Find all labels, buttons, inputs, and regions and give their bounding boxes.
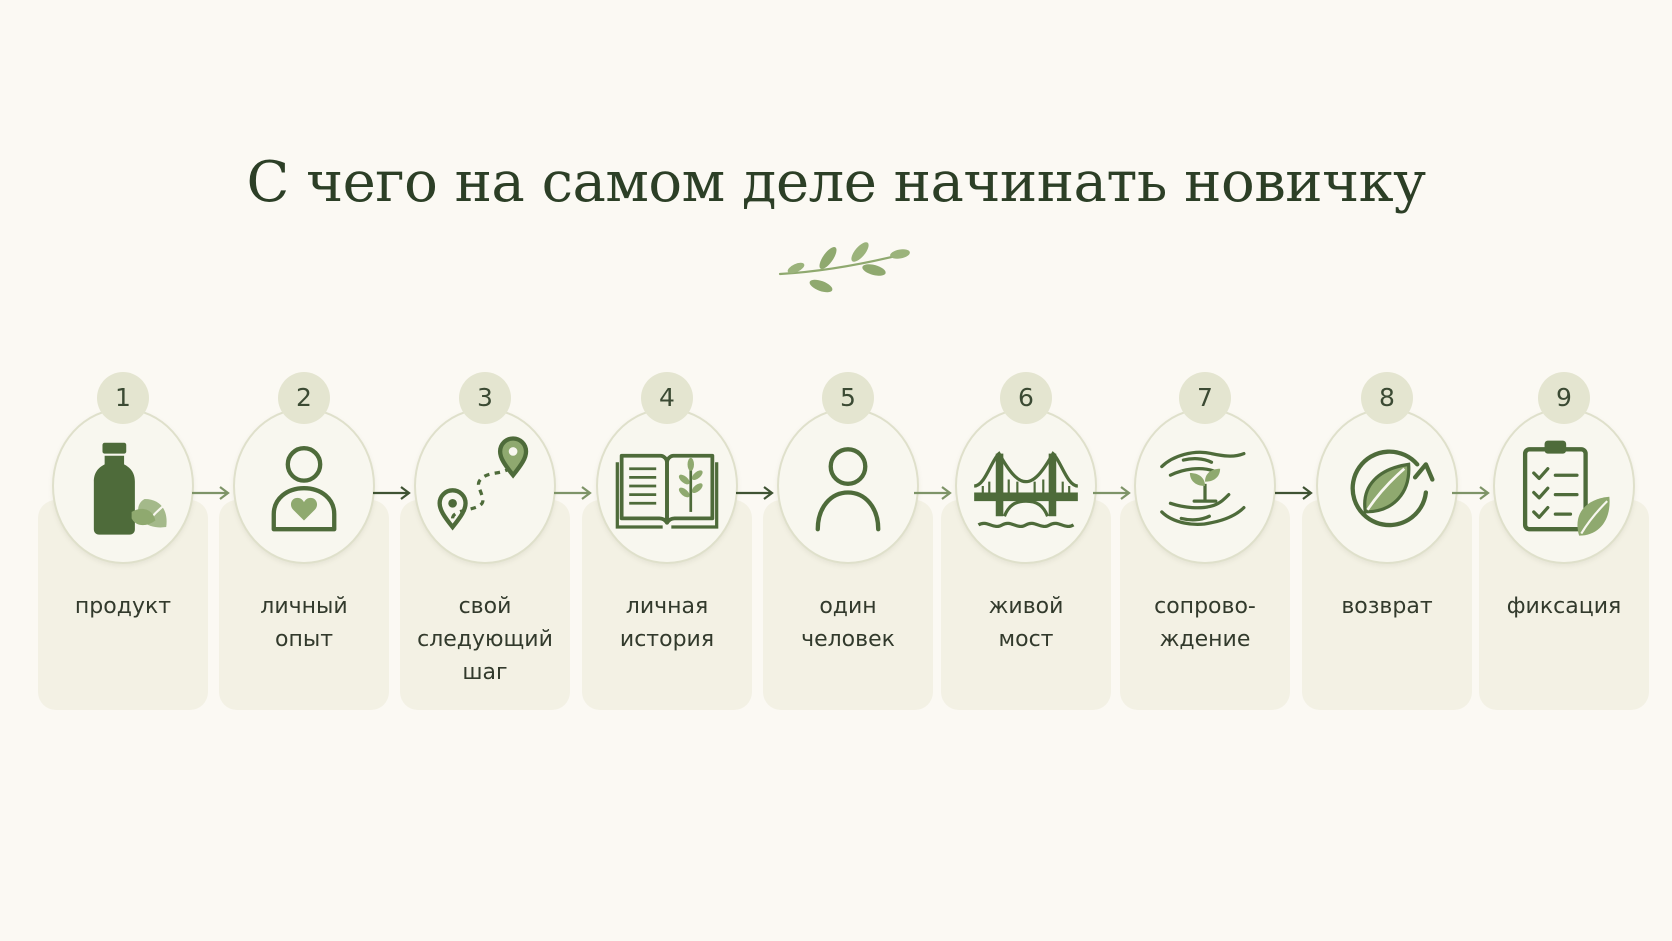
step-4: 4 личная история bbox=[582, 372, 752, 712]
arrow-right-icon bbox=[554, 486, 592, 500]
step-label: возврат bbox=[1341, 594, 1433, 619]
step-medallion bbox=[596, 408, 738, 564]
step-1: 1 продукт bbox=[38, 372, 208, 712]
person-icon bbox=[815, 447, 881, 532]
step-medallion bbox=[1493, 408, 1635, 564]
arrow-right-icon bbox=[1275, 486, 1313, 500]
step-label: живой мост bbox=[988, 594, 1064, 652]
checklist-leaf-icon bbox=[1522, 440, 1610, 536]
arrow-right-icon bbox=[914, 486, 952, 500]
open-book-icon bbox=[615, 453, 719, 529]
route-pins-icon bbox=[437, 436, 529, 531]
arrow-right-icon bbox=[736, 486, 774, 500]
step-medallion bbox=[955, 408, 1097, 564]
step-number: 9 bbox=[1538, 372, 1590, 424]
step-medallion bbox=[52, 408, 194, 564]
step-7: 7 сопрово- ждение bbox=[1120, 372, 1290, 712]
olive-sprig-icon bbox=[778, 242, 910, 293]
step-number: 1 bbox=[97, 372, 149, 424]
hands-sprout-icon bbox=[1160, 450, 1246, 526]
step-number: 7 bbox=[1179, 372, 1231, 424]
arrow-right-icon bbox=[1452, 486, 1490, 500]
step-medallion bbox=[233, 408, 375, 564]
step-medallion bbox=[414, 408, 556, 564]
step-3: 3 свой следующий шаг bbox=[400, 372, 570, 712]
step-label: фиксация bbox=[1506, 594, 1622, 619]
step-5: 5 один человек bbox=[763, 372, 933, 712]
bottle-leaf-icon bbox=[93, 442, 167, 535]
arrow-right-icon bbox=[192, 486, 230, 500]
bridge-icon bbox=[973, 451, 1079, 529]
person-heart-icon bbox=[271, 446, 337, 532]
cycle-leaf-icon bbox=[1350, 449, 1435, 528]
step-label: один человек bbox=[801, 594, 895, 652]
arrow-right-icon bbox=[1093, 486, 1131, 500]
step-medallion bbox=[1316, 408, 1458, 564]
step-8: 8 возврат bbox=[1302, 372, 1472, 712]
page-title: С чего на самом деле начинать новичку bbox=[246, 150, 1426, 215]
step-number: 8 bbox=[1361, 372, 1413, 424]
step-medallion bbox=[1134, 408, 1276, 564]
step-number: 3 bbox=[459, 372, 511, 424]
step-number: 6 bbox=[1000, 372, 1052, 424]
step-medallion bbox=[777, 408, 919, 564]
step-label: сопрово- ждение bbox=[1154, 594, 1256, 652]
arrow-right-icon bbox=[373, 486, 411, 500]
step-number: 5 bbox=[822, 372, 874, 424]
step-label: свой следующий шаг bbox=[417, 594, 553, 685]
step-number: 4 bbox=[641, 372, 693, 424]
step-label: личный опыт bbox=[260, 594, 348, 652]
step-6: 6 живой мост bbox=[941, 372, 1111, 712]
step-2: 2 личный опыт bbox=[219, 372, 389, 712]
step-9: 9 фиксация bbox=[1479, 372, 1649, 712]
step-number: 2 bbox=[278, 372, 330, 424]
step-label: продукт bbox=[74, 594, 172, 619]
step-label: личная история bbox=[619, 594, 715, 652]
